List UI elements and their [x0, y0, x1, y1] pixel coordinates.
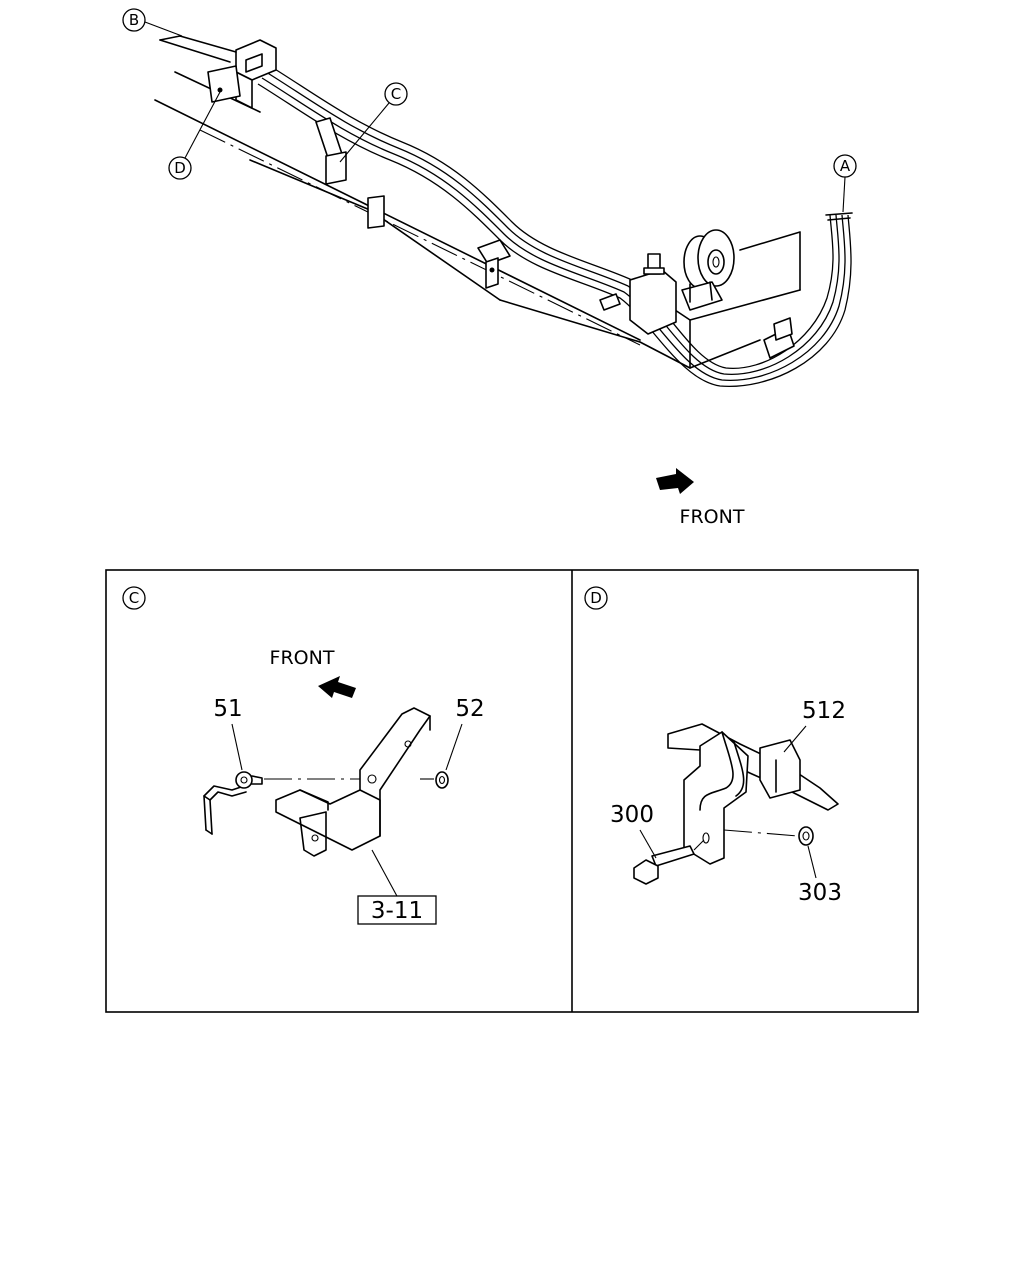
detail-frame	[105, 569, 919, 1013]
bolt-300	[633, 845, 695, 885]
bracket-512	[667, 723, 839, 865]
part-number-52: 52	[455, 696, 484, 722]
fuel-lines	[257, 65, 853, 387]
ref-box-label: 3-11	[371, 898, 423, 924]
callout-b: B	[122, 8, 183, 37]
detail-d-letter: D	[590, 589, 602, 607]
detail-c-panel: C FRONT 51	[122, 586, 485, 925]
front-label: FRONT	[680, 506, 745, 528]
frame-rail	[154, 71, 641, 346]
svg-text:A: A	[840, 157, 851, 175]
main-assembly-view	[154, 35, 853, 387]
detail-d-panel: D 512 300 303	[584, 586, 846, 906]
middle-clamp	[477, 239, 511, 289]
svg-text:C: C	[391, 85, 401, 103]
washer-52	[435, 771, 449, 789]
bracket-3-11	[275, 707, 431, 857]
clip-right	[763, 317, 795, 359]
connector-block	[159, 35, 277, 109]
part-number-512: 512	[802, 698, 846, 724]
callout-d: D	[168, 91, 221, 180]
clip-51	[203, 771, 263, 835]
part-number-303: 303	[798, 880, 842, 906]
front-arrow-icon	[318, 676, 356, 698]
bolt-d-point	[217, 87, 223, 93]
svg-text:B: B	[129, 11, 139, 29]
front-arrow-icon	[656, 468, 694, 494]
part-number-300: 300	[610, 802, 654, 828]
part-number-51: 51	[213, 696, 242, 722]
callout-c: C	[339, 82, 408, 163]
svg-text:D: D	[174, 159, 186, 177]
ref-box	[357, 895, 437, 925]
front-indicator-main: FRONT	[656, 468, 745, 528]
nut-303	[798, 826, 814, 846]
detail-c-letter: C	[129, 589, 139, 607]
pulley-unit	[681, 229, 735, 311]
callout-a: A	[833, 154, 857, 213]
detail-c-front-label: FRONT	[270, 647, 335, 669]
fuel-filter	[599, 253, 677, 335]
